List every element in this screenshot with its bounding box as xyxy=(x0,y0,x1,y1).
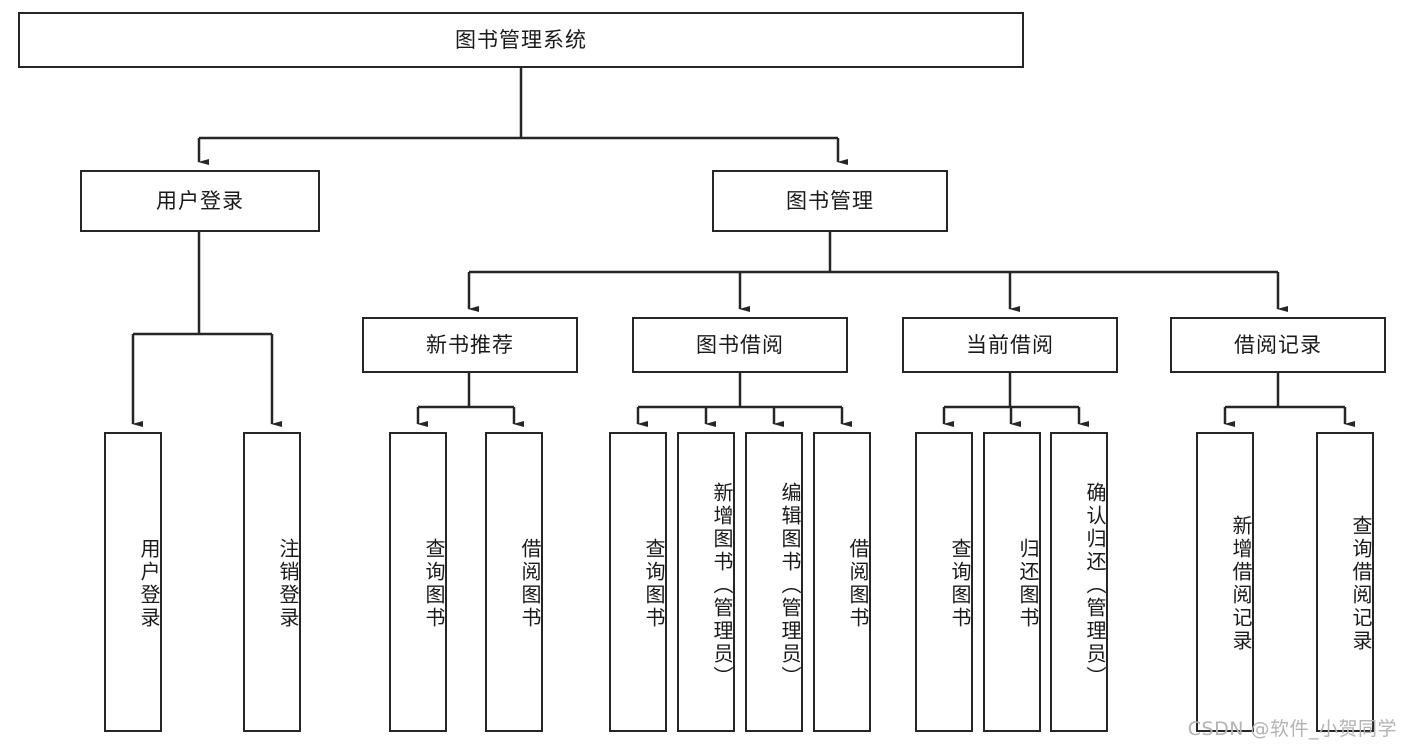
leaf-logout[interactable]: 注销登录 xyxy=(243,432,301,732)
node-book-borrow[interactable]: 图书借阅 xyxy=(632,317,848,373)
leaf-edit-book-admin[interactable]: 编辑图书（管理员） xyxy=(745,432,803,732)
leaf-label: 归还图书 xyxy=(1016,538,1040,630)
leaf-borrow-book-bb[interactable]: 借阅图书 xyxy=(813,432,871,732)
leaf-label: 新增借阅记录 xyxy=(1229,515,1253,653)
leaf-label: 新增图书（管理员） xyxy=(710,481,734,689)
leaf-label: 借阅图书 xyxy=(518,538,542,630)
leaf-label: 注销登录 xyxy=(276,538,300,630)
node-borrow-record[interactable]: 借阅记录 xyxy=(1170,317,1386,373)
leaf-query-book-cb[interactable]: 查询图书 xyxy=(915,432,973,732)
node-root-system[interactable]: 图书管理系统 xyxy=(18,12,1024,68)
node-user-login[interactable]: 用户登录 xyxy=(80,170,320,232)
leaf-label: 查询图书 xyxy=(422,538,446,630)
leaf-query-book-nb[interactable]: 查询图书 xyxy=(389,432,447,732)
leaf-borrow-book-nb[interactable]: 借阅图书 xyxy=(485,432,543,732)
leaf-label: 确认归还（管理员） xyxy=(1083,481,1107,689)
leaf-label: 借阅图书 xyxy=(846,538,870,630)
leaf-label: 编辑图书（管理员） xyxy=(778,481,802,689)
leaf-label: 查询图书 xyxy=(948,538,972,630)
leaf-return-book[interactable]: 归还图书 xyxy=(983,432,1041,732)
leaf-query-borrow-record[interactable]: 查询借阅记录 xyxy=(1316,432,1374,732)
leaf-confirm-return-admin[interactable]: 确认归还（管理员） xyxy=(1050,432,1108,732)
leaf-query-book-bb[interactable]: 查询图书 xyxy=(609,432,667,732)
leaf-label: 用户登录 xyxy=(137,538,161,630)
watermark-text: CSDN @软件_小贺同学 xyxy=(1187,718,1397,740)
leaf-add-book-admin[interactable]: 新增图书（管理员） xyxy=(677,432,735,732)
node-book-manage[interactable]: 图书管理 xyxy=(712,170,948,232)
leaf-user-login[interactable]: 用户登录 xyxy=(104,432,162,732)
leaf-label: 查询图书 xyxy=(642,538,666,630)
node-new-book-recommend[interactable]: 新书推荐 xyxy=(362,317,578,373)
leaf-label: 查询借阅记录 xyxy=(1349,515,1373,653)
node-current-borrow[interactable]: 当前借阅 xyxy=(902,317,1118,373)
leaf-add-borrow-record[interactable]: 新增借阅记录 xyxy=(1196,432,1254,732)
